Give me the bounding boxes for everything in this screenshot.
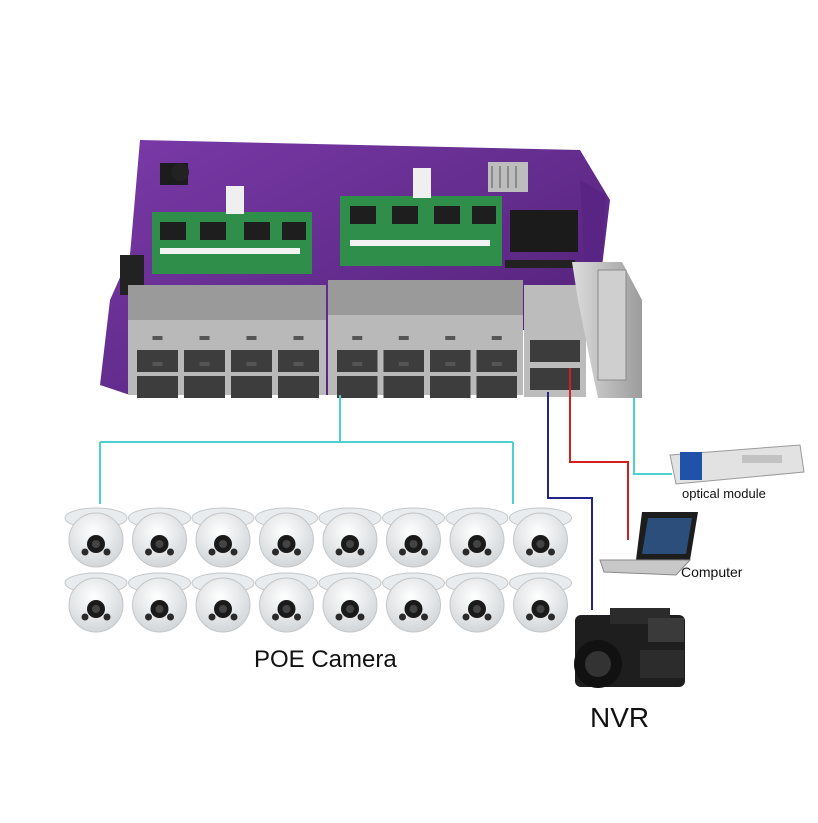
- poe-camera: [445, 572, 509, 633]
- poe-camera: [255, 507, 318, 568]
- connection-lines: [99, 368, 672, 610]
- rj45-port: [184, 362, 225, 398]
- poe-camera: [128, 572, 191, 633]
- uplink-rj45-ports: [524, 285, 586, 397]
- poe-camera: [509, 507, 572, 568]
- poe-daughter-board-left: [152, 186, 312, 274]
- nvr-label: NVR: [590, 702, 650, 733]
- capacitor: [171, 163, 189, 181]
- rj45-port: [278, 336, 319, 372]
- computer-laptop: [599, 512, 698, 576]
- switch-chip: [510, 210, 578, 252]
- pin-header: [505, 260, 575, 268]
- rj45-port: [383, 362, 424, 398]
- poe-daughter-board-right: [340, 168, 502, 266]
- rj45-port: [337, 336, 378, 372]
- poe-camera: [191, 507, 255, 568]
- sfp-cage: [572, 262, 642, 398]
- rj45-port: [184, 336, 225, 372]
- poe-camera-label: POE Camera: [254, 646, 397, 673]
- rj45-port: [476, 336, 517, 372]
- rj45-port: [476, 362, 517, 398]
- rj45-port: [231, 336, 272, 372]
- poe-cameras: [64, 507, 572, 633]
- rj45-port: [137, 362, 178, 398]
- poe-camera: [255, 572, 318, 633]
- link-computer: [569, 368, 629, 540]
- poe-camera: [318, 572, 382, 633]
- poe-camera: [382, 507, 445, 568]
- poe-camera: [318, 507, 382, 568]
- link-poe-cameras: [99, 395, 514, 504]
- poe-camera: [128, 507, 191, 568]
- rj45-ports: [137, 336, 517, 398]
- poe-camera: [64, 507, 128, 568]
- optical-module-label: optical module: [682, 486, 766, 501]
- nvr-device: [574, 608, 685, 688]
- computer-label: Computer: [681, 564, 743, 580]
- link-nvr: [547, 392, 593, 610]
- rj45-port: [278, 362, 319, 398]
- poe-camera: [191, 572, 255, 633]
- rj45-port: [137, 336, 178, 372]
- poe-camera: [509, 572, 572, 633]
- rj45-port: [337, 362, 378, 398]
- rj45-port: [231, 362, 272, 398]
- rj45-port: [383, 336, 424, 372]
- rj45-port: [430, 362, 471, 398]
- poe-camera: [382, 572, 445, 633]
- poe-camera: [64, 572, 128, 633]
- rj45-port: [430, 336, 471, 372]
- poe-camera: [445, 507, 509, 568]
- link-optical-module: [633, 398, 672, 475]
- poe-switch-board: [100, 140, 642, 398]
- optical-module-device: [669, 444, 805, 485]
